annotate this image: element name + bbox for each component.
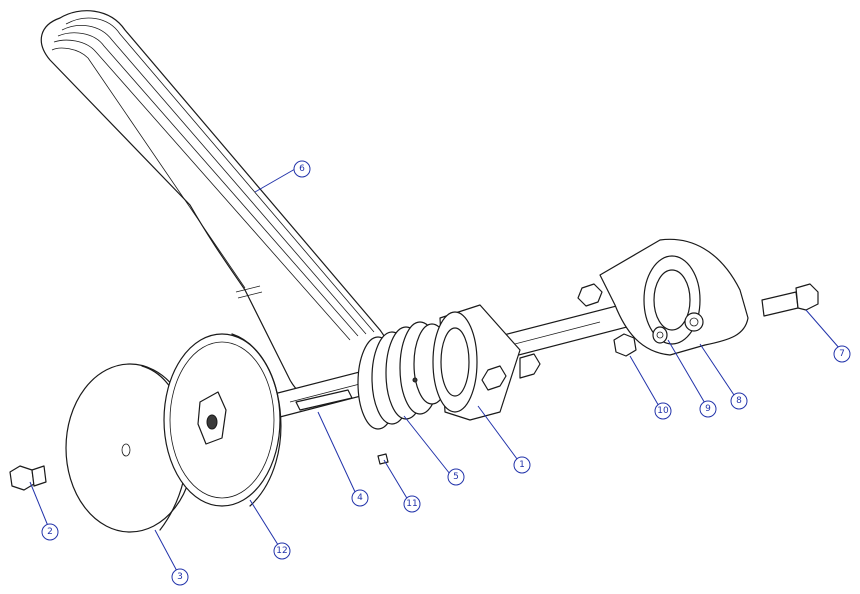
svg-text:11: 11 [406, 499, 417, 509]
balloon-8: 8 [730, 392, 748, 410]
hex-bolt-right [761, 283, 819, 317]
balloon-3: 3 [171, 568, 189, 586]
leader-lines [29, 168, 841, 574]
svg-text:5: 5 [453, 472, 459, 482]
balloon-12: 12 [273, 542, 291, 560]
hex-bolt-left [9, 465, 47, 491]
v-belt [40, 10, 392, 404]
flat-pulley-disc [163, 333, 282, 507]
balloon-5: 5 [447, 468, 465, 486]
svg-text:7: 7 [839, 349, 845, 359]
svg-text:8: 8 [736, 396, 742, 406]
flange-bearing-left [432, 304, 541, 421]
shaft-key [295, 389, 353, 411]
washer [652, 326, 668, 344]
hex-nut [613, 333, 637, 357]
svg-text:10: 10 [657, 406, 669, 416]
balloon-2: 2 [41, 523, 59, 541]
svg-text:4: 4 [357, 493, 363, 503]
svg-text:1: 1 [519, 460, 525, 470]
svg-text:6: 6 [299, 164, 305, 174]
set-screw [377, 453, 389, 465]
balloon-7: 7 [833, 345, 851, 363]
balloon-1: 1 [513, 456, 531, 474]
svg-text:12: 12 [276, 546, 287, 556]
balloon-11: 11 [403, 495, 421, 513]
balloon-9: 9 [699, 400, 717, 418]
svg-text:3: 3 [177, 572, 183, 582]
balloon-4: 4 [351, 489, 369, 507]
balloon-6: 6 [293, 160, 311, 178]
svg-text:9: 9 [705, 404, 711, 414]
flange-bearing-right [577, 238, 749, 356]
balloon-10: 10 [654, 402, 672, 420]
svg-text:2: 2 [47, 527, 53, 537]
